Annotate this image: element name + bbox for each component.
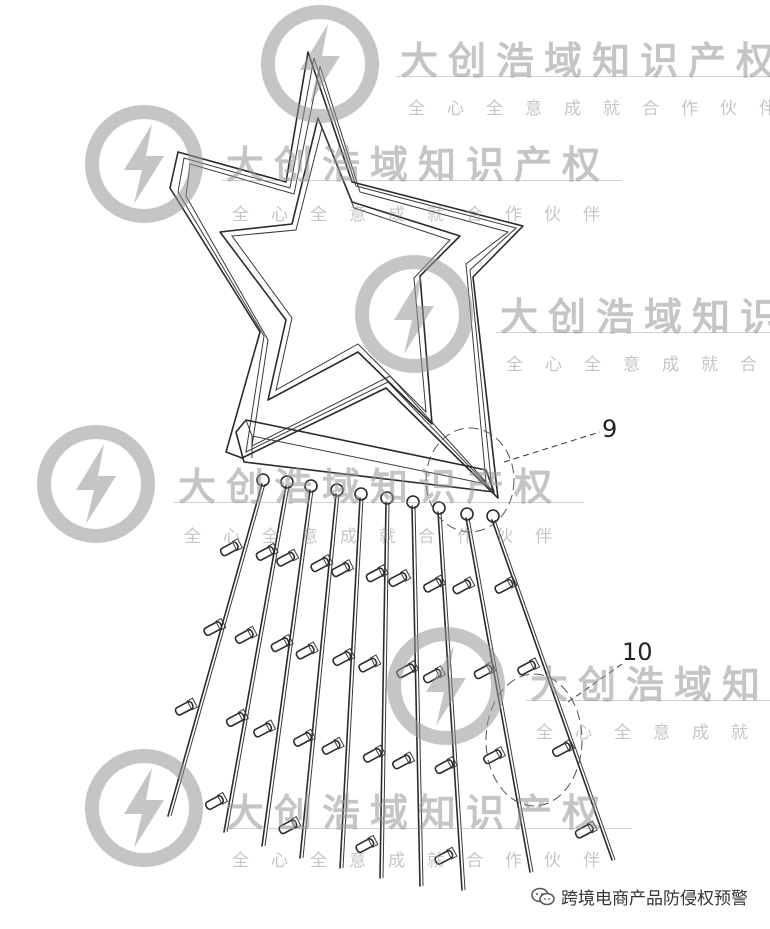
light-bulb [355, 834, 379, 854]
watermark-sub-text: 全心全意成就合作伙伴 [506, 355, 770, 375]
watermark-sub-text: 全心全意成就合作伙伴 [536, 723, 770, 743]
watermark-rule [222, 180, 622, 181]
light-bulb [331, 559, 355, 578]
watermark-logo-icon [355, 255, 473, 373]
light-bulb [255, 542, 279, 561]
light-bulb [278, 816, 302, 835]
light-bulb [292, 728, 317, 747]
strand-connector [256, 473, 270, 487]
light-strand [299, 493, 337, 859]
light-bulb [392, 751, 416, 770]
detail-9-marker [425, 427, 601, 533]
light-bulb [253, 719, 277, 738]
light-strand-edge [494, 519, 616, 861]
light-bulb [270, 633, 294, 653]
light-strand-edge [264, 489, 314, 847]
footer-account-name: 跨境电商产品防侵权预警 [561, 889, 748, 909]
light-strand-edge [226, 485, 290, 833]
strand-connector [280, 475, 294, 489]
light-strand [411, 505, 421, 887]
watermark-sub-text: 全心全意成就合作伙伴 [232, 205, 622, 225]
light-bulb [295, 641, 319, 660]
star-inner-outline [219, 117, 461, 425]
light-strand [339, 497, 361, 869]
watermark-sub-text: 全心全意成就合作伙伴 [184, 527, 574, 547]
light-bulb [362, 744, 386, 763]
light-bulb [276, 548, 300, 567]
light-bulb [225, 708, 249, 728]
strand-connector [406, 495, 420, 509]
light-bulb [234, 625, 258, 644]
light-strand-edge [302, 493, 340, 859]
watermark-logo-icon [387, 627, 505, 745]
watermark-sub-text: 全心全意成就合作伙伴 [408, 99, 770, 119]
light-bulb [365, 564, 389, 583]
watermark-logo-icon [261, 5, 379, 123]
star-base-bar [235, 419, 495, 493]
watermark-rule [174, 502, 584, 503]
footer-account: 跨境电商产品防侵权预警 [531, 884, 748, 909]
strand-connector [460, 507, 474, 521]
watermark-main-text: 大创浩域知识产权 [178, 464, 563, 509]
watermark-main-text: 大创浩域知识产权 [226, 142, 611, 187]
light-strand-edge [382, 501, 390, 879]
watermark-logo-icon [85, 105, 203, 223]
light-strand [261, 489, 311, 847]
light-bulb [204, 791, 229, 811]
light-strand [379, 501, 387, 879]
light-bulb [434, 755, 458, 775]
light-bulb [174, 697, 198, 716]
light-bulb [482, 746, 507, 765]
strand-connector [330, 483, 344, 497]
light-bulb [494, 575, 518, 594]
light-bulb [310, 553, 334, 573]
light-bulb [388, 568, 412, 588]
watermark-main-text: 大创浩域知识产权 [500, 294, 770, 339]
light-bulbs [174, 538, 598, 865]
strand-connector [486, 509, 500, 523]
watermark-logo-icon [85, 749, 203, 867]
light-bulb [423, 574, 447, 593]
light-strand [167, 483, 263, 817]
watermark-logo-icon [37, 425, 155, 543]
light-strand-edge [414, 505, 424, 887]
watermark-main-text: 大创浩域知识产权 [400, 38, 770, 83]
light-strand-edge [440, 511, 466, 891]
strand-connectors [256, 473, 500, 523]
light-bulb [219, 538, 243, 557]
label-10: 10 [622, 638, 653, 666]
light-bulb [358, 654, 382, 673]
light-strand-edge [342, 497, 364, 869]
light-bulb [434, 846, 458, 865]
wechat-icon [531, 887, 555, 905]
label-9: 9 [602, 415, 618, 443]
light-strand-edge [170, 483, 266, 817]
light-bulb [551, 738, 576, 758]
light-bulb [452, 576, 476, 595]
watermark-rule [526, 700, 770, 701]
light-bulb [332, 647, 356, 667]
light-strand [223, 485, 287, 833]
strand-connector [354, 487, 368, 501]
strand-connector [304, 479, 318, 493]
light-bulb [574, 820, 598, 839]
watermark-sub-text: 全心全意成就合作伙伴 [232, 851, 622, 871]
watermark-main-text: 大创浩域知识产权 [530, 662, 770, 707]
light-bulb [203, 617, 227, 637]
light-bulb [321, 736, 345, 755]
watermark-main-text: 大创浩域知识产权 [226, 790, 611, 835]
light-bulb [517, 657, 541, 676]
watermark-rule [496, 332, 770, 333]
watermark-rule [396, 76, 770, 77]
watermark-rule [222, 828, 632, 829]
strand-connector [380, 491, 394, 505]
detail-10-marker [485, 663, 623, 807]
